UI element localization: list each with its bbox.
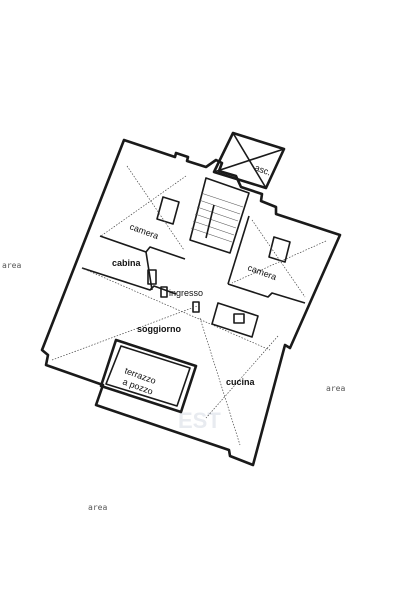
room-label-camera-right: camera	[246, 262, 278, 282]
stair-block	[189, 177, 250, 254]
room-label-camera-left: camera	[128, 221, 160, 241]
room-label-soggiorno: soggiorno	[137, 324, 181, 334]
room-label-cabina: cabina	[112, 258, 142, 268]
outside-label-bottom: area	[88, 503, 107, 512]
light-well	[99, 338, 198, 414]
elevator-shaft	[212, 131, 286, 190]
watermark: EST	[178, 408, 221, 433]
ceiling-diagonals	[51, 165, 327, 446]
outer-walls	[40, 138, 342, 467]
interior-walls	[81, 196, 306, 338]
room-label-cucina: cucina	[226, 377, 256, 387]
outside-label-right: area	[326, 384, 345, 393]
outside-label-left: area	[2, 261, 21, 270]
room-label-ingresso: ingresso	[169, 288, 203, 298]
room-label-asc: asc.	[253, 162, 272, 177]
